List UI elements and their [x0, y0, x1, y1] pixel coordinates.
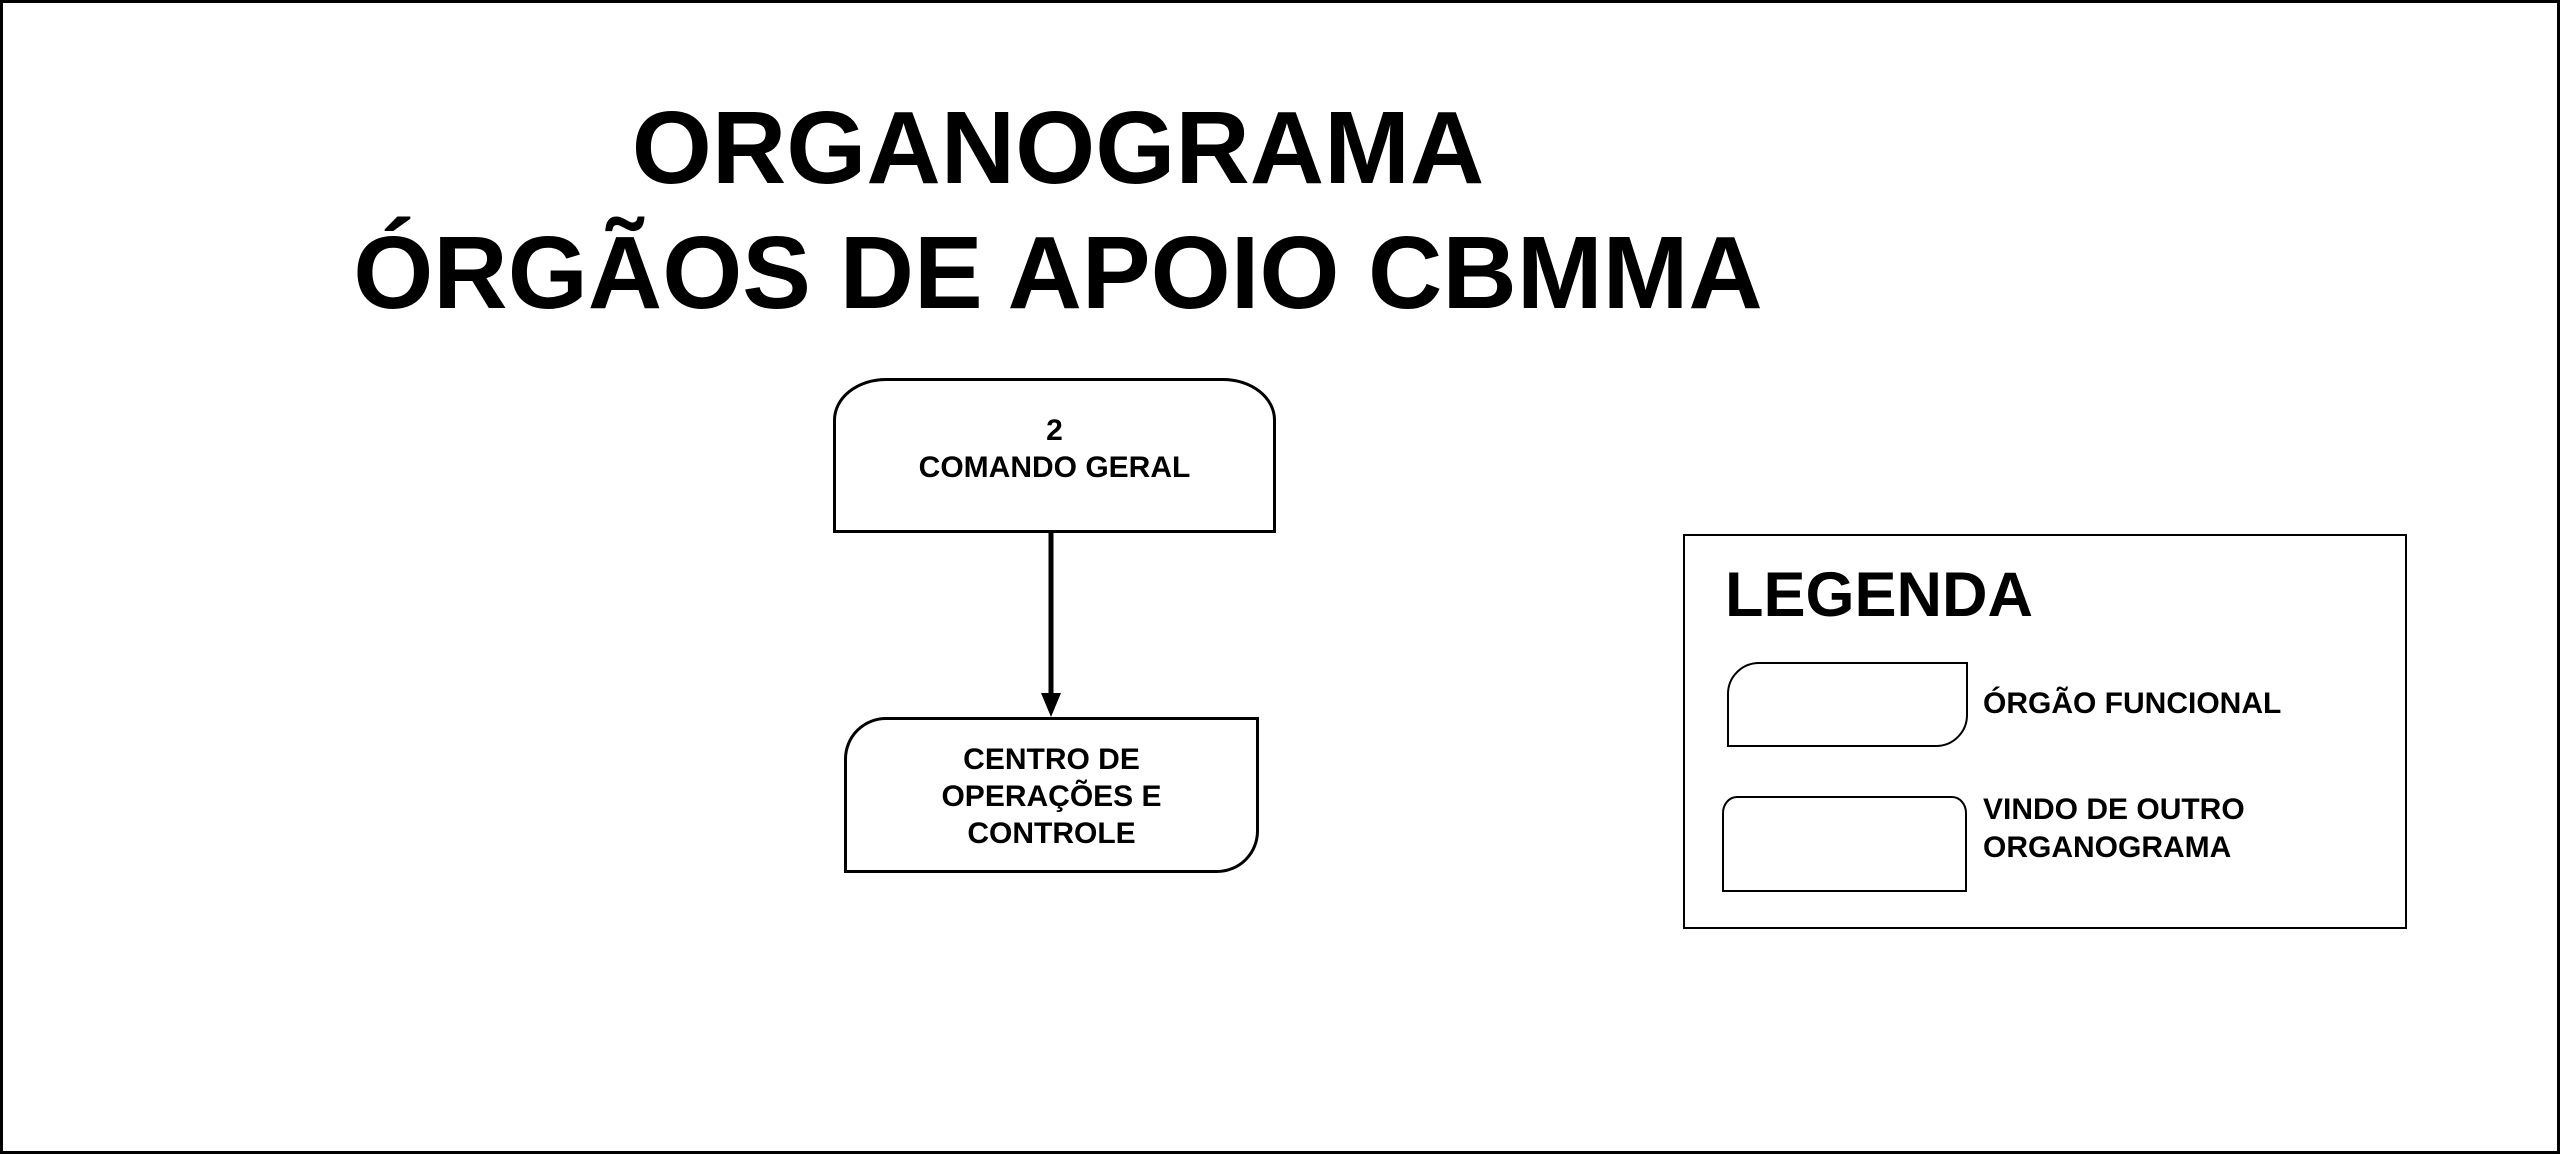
node-centro-operacoes-shape	[844, 717, 1259, 873]
node-centro-line1: CENTRO DE	[963, 743, 1140, 776]
page-title-line1: ORGANOGRAMA	[631, 90, 1485, 205]
page-title-line2: ÓRGÃOS DE APOIO CBMMA	[353, 215, 1763, 330]
node-comando-geral-name: COMANDO GERAL	[918, 451, 1191, 484]
connector-arrow	[1041, 533, 1061, 717]
legend-label-functional-organ: ÓRGÃO FUNCIONAL	[1983, 687, 2282, 720]
node-comando-geral-shape	[833, 378, 1276, 533]
page-title: ORGANOGRAMA ÓRGÃOS DE APOIO CBMMA	[353, 85, 1763, 335]
node-centro-line3: CONTROLE	[967, 817, 1136, 850]
node-comando-geral-label: 2 COMANDO GERAL	[833, 412, 1276, 486]
legend-label-other-line2: ORGANOGRAMA	[1983, 831, 2232, 864]
legend-label-other-line1: VINDO DE OUTRO	[1983, 793, 2245, 826]
node-comando-geral-number: 2	[1046, 414, 1063, 447]
legend-symbol-from-other-organogram	[1722, 796, 1967, 892]
legend-symbol-functional-organ	[1727, 662, 1968, 747]
node-centro-operacoes-label: CENTRO DE OPERAÇÕES E CONTROLE	[844, 741, 1259, 852]
node-centro-line2: OPERAÇÕES E	[941, 780, 1162, 813]
legend-label-from-other-organogram: VINDO DE OUTRO ORGANOGRAMA	[1983, 791, 2245, 867]
legend-heading: LEGENDA	[1725, 560, 2034, 630]
